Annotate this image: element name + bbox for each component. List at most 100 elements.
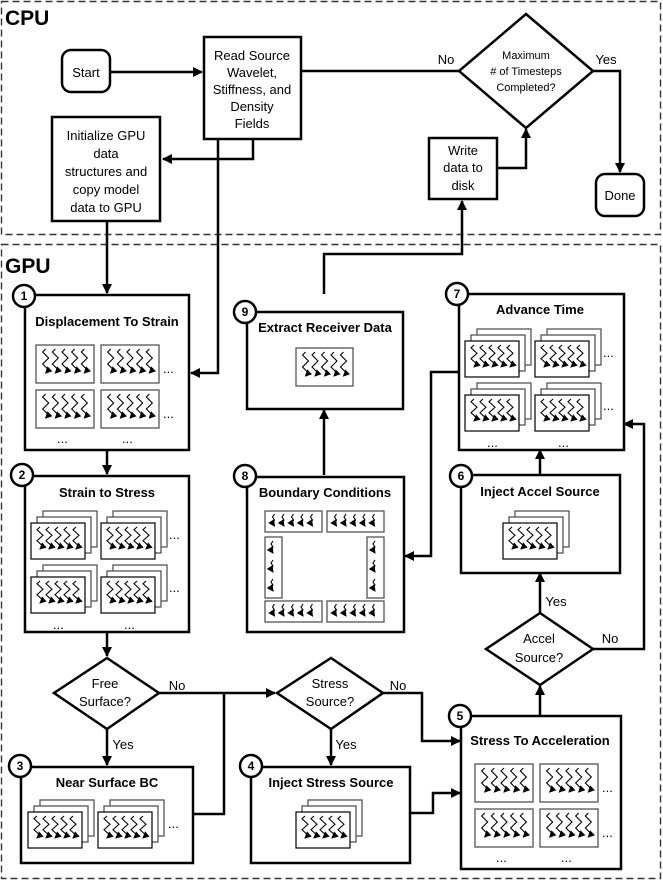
step-number: 3 (17, 759, 24, 773)
ellipsis: ... (124, 617, 135, 632)
thread-icon (36, 580, 47, 604)
thread-icon (470, 398, 481, 422)
ellipsis: ... (602, 825, 613, 840)
thread-icon (349, 513, 357, 527)
thread-icon (519, 812, 531, 838)
ellipsis: ... (561, 850, 572, 865)
thread-block (30, 522, 86, 560)
kernel-title: Boundary Conditions (259, 485, 391, 500)
thread-block (264, 600, 323, 623)
max-timesteps-line: Completed? (496, 82, 555, 94)
stress-source-diamond (274, 656, 386, 731)
thread-icon (545, 767, 557, 793)
connectors (102, 67, 646, 816)
thread-block-stack (295, 799, 363, 849)
thread-icon (103, 815, 114, 839)
kernel-1: Displacement To Strain ............ (23, 293, 191, 452)
thread-block-stack (100, 510, 168, 560)
ellipsis: ... (163, 406, 174, 421)
ellipsis: ... (169, 580, 180, 595)
thread-icon (121, 815, 132, 839)
done-terminal (594, 172, 646, 218)
thread-icon (124, 526, 135, 550)
thread-icon (567, 398, 578, 422)
thread-icon (41, 393, 53, 419)
ellipsis: ... (602, 780, 613, 795)
thread-block (326, 510, 385, 533)
step-number: 4 (248, 759, 255, 773)
thread-icon (490, 767, 502, 793)
thread-icon (508, 526, 519, 550)
ellipsis: ... (603, 398, 614, 413)
thread-icon (106, 580, 117, 604)
line-k3-to-join (193, 693, 226, 816)
max-timesteps-diamond (457, 12, 595, 130)
thread-icon (311, 351, 322, 377)
thread-icon (545, 812, 557, 838)
thread-icon (500, 812, 511, 838)
thread-icon (277, 513, 285, 527)
thread-icon (51, 393, 63, 419)
thread-icon (70, 393, 82, 419)
thread-block-grid: ............ (35, 344, 174, 446)
start-terminal (60, 48, 112, 94)
thread-icon (268, 603, 276, 617)
thread-block (97, 811, 153, 849)
thread-block-grid: ............ (474, 763, 613, 865)
thread-block-stack (27, 799, 95, 849)
thread-icon (51, 348, 63, 374)
arrow-accel-no-to-k7 (593, 419, 646, 651)
accel-source-diamond (483, 611, 596, 687)
thread-icon (36, 526, 47, 550)
thread-icon (106, 348, 118, 374)
free-surface-yes-label: Yes (112, 737, 134, 752)
thread-block-stack (502, 510, 570, 560)
thread-block-stack (464, 328, 532, 378)
accel-source-decision: Accel Source? No Yes (483, 594, 618, 687)
thread-icon (509, 812, 521, 838)
thread-icon (310, 815, 321, 839)
done-node: Done (594, 172, 646, 218)
thread-icon (80, 348, 92, 374)
thread-icon (124, 580, 135, 604)
thread-icon (45, 526, 56, 550)
thread-block-frame (264, 510, 385, 623)
read-fields-line: Read Source (214, 48, 290, 63)
cpu-region: CPU (0, 0, 662, 236)
thread-block (295, 347, 354, 387)
thread-icon (555, 767, 567, 793)
thread-icon (506, 344, 517, 368)
thread-icon (42, 815, 53, 839)
init-gpu-line: structures and (65, 164, 147, 179)
ellipsis: ... (168, 816, 179, 831)
free-surface-diamond (51, 656, 162, 731)
kernel-7: Advance Time ............ (457, 292, 626, 452)
thread-block (539, 808, 599, 848)
thread-icon (266, 578, 274, 592)
thread-block (326, 600, 385, 623)
cpu-label: CPU (5, 7, 49, 30)
arrow-k4-to-k5 (410, 788, 461, 815)
ellipsis: ... (496, 850, 507, 865)
thread-icon (540, 344, 551, 368)
kernel-title: Extract Receiver Data (258, 320, 392, 335)
accel-source-yes-label: Yes (545, 594, 567, 609)
stress-source-decision: Stress Source? No Yes (274, 656, 406, 752)
thread-block (27, 811, 83, 849)
thread-icon (549, 398, 560, 422)
thread-icon (63, 580, 74, 604)
write-disk-node: Write data to disk (427, 136, 499, 201)
thread-block-stack (534, 382, 602, 432)
thread-block (366, 536, 385, 599)
thread-icon (130, 815, 141, 839)
thread-icon (519, 767, 531, 793)
thread-block (464, 394, 520, 432)
thread-block (100, 389, 160, 429)
thread-icon (584, 812, 596, 838)
arrow-read-to-init (162, 139, 255, 164)
thread-icon (72, 526, 83, 550)
step-badge: 1 (11, 283, 37, 309)
init-gpu-line: copy model (73, 182, 140, 197)
accel-source-line: Accel (523, 631, 555, 646)
thread-icon (558, 398, 569, 422)
